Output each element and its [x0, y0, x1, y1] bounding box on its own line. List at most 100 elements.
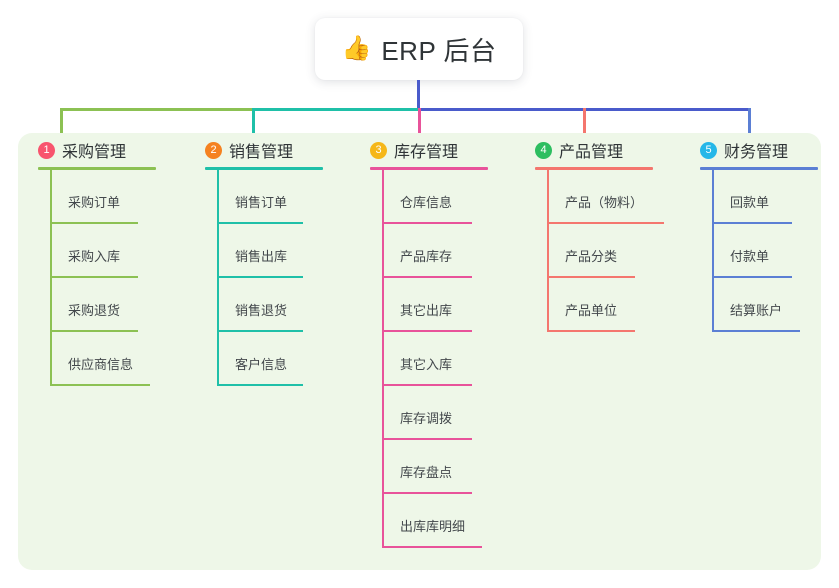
branch-item-label: 产品单位 — [565, 303, 618, 318]
branch-items: 产品（物料） 产品分类产品单位 — [547, 170, 664, 332]
branch-number-badge: 1 — [38, 141, 55, 159]
connector-trunk — [417, 80, 420, 111]
branch-item-label: 产品分类 — [565, 249, 618, 264]
branch-item-label: 采购订单 — [68, 195, 121, 210]
branch-header-5[interactable]: 5 财务管理 — [680, 133, 818, 167]
branch-item[interactable]: 产品单位 — [547, 278, 653, 332]
branch-item[interactable]: 销售出库 — [217, 224, 323, 278]
branch-item[interactable]: 产品分类 — [547, 224, 653, 278]
branch-header-3[interactable]: 3 库存管理 — [350, 133, 488, 167]
branch-item-underline — [384, 330, 472, 332]
branch-title: 采购管理 — [62, 144, 127, 161]
connector-drop-3 — [418, 108, 421, 135]
branch-item[interactable]: 销售退货 — [217, 278, 323, 332]
connector-drop-1 — [60, 108, 63, 135]
connector-bus-2 — [252, 108, 421, 111]
root-node-card[interactable]: 👍 ERP 后台 — [315, 18, 523, 80]
branch-header-1[interactable]: 1 采购管理 — [18, 133, 156, 167]
branch-items: 销售订单销售出库销售退货客户信息 — [217, 170, 323, 386]
branch-item[interactable]: 结算账户 — [712, 278, 818, 332]
branch-title: 财务管理 — [724, 144, 789, 161]
branch-item-underline — [219, 384, 303, 386]
connector-drop-2 — [252, 108, 255, 135]
branch-item-underline — [549, 222, 664, 224]
branch-item[interactable]: 产品（物料） — [547, 170, 664, 224]
branch-column-4: 4 产品管理产品（物料） 产品分类产品单位 — [515, 133, 664, 332]
branch-item-label: 库存调拨 — [400, 411, 453, 426]
branch-header-4[interactable]: 4 产品管理 — [515, 133, 653, 167]
branch-item-underline — [384, 492, 472, 494]
branch-item-underline — [714, 330, 800, 332]
branch-item[interactable]: 库存盘点 — [382, 440, 488, 494]
branch-item-label: 产品（物料） — [565, 195, 644, 210]
branch-item-underline — [52, 222, 138, 224]
branch-number-badge: 3 — [370, 141, 387, 159]
branch-item-underline — [549, 330, 635, 332]
branch-item-underline — [219, 330, 303, 332]
branch-item[interactable]: 采购订单 — [50, 170, 156, 224]
branch-item[interactable]: 销售订单 — [217, 170, 323, 224]
branch-item-label: 供应商信息 — [68, 357, 134, 372]
connector-bus-1 — [60, 108, 252, 111]
branch-number-badge: 5 — [700, 141, 717, 159]
branch-item[interactable]: 其它入库 — [382, 332, 488, 386]
branch-item-label: 客户信息 — [235, 357, 288, 372]
branch-item-underline — [384, 438, 472, 440]
branch-underline — [370, 167, 488, 170]
branch-item[interactable]: 库存调拨 — [382, 386, 488, 440]
connector-drop-4 — [583, 108, 586, 135]
branch-item[interactable]: 其它出库 — [382, 278, 488, 332]
connector-drop-5 — [748, 108, 751, 135]
branch-item-label: 采购退货 — [68, 303, 121, 318]
branch-underline — [38, 167, 156, 170]
branch-item-underline — [52, 276, 138, 278]
branch-number-badge: 2 — [205, 141, 222, 159]
branch-item-underline — [714, 222, 792, 224]
branch-number-badge: 4 — [535, 141, 552, 159]
branch-underline — [205, 167, 323, 170]
branch-items: 采购订单采购入库采购退货供应商信息 — [50, 170, 156, 386]
thumbs-up-icon: 👍 — [341, 35, 372, 62]
branch-item[interactable]: 供应商信息 — [50, 332, 156, 386]
branch-item-label: 销售出库 — [235, 249, 288, 264]
branch-item-underline — [219, 222, 303, 224]
branch-item-label: 库存盘点 — [400, 465, 453, 480]
branch-item[interactable]: 采购入库 — [50, 224, 156, 278]
branch-item[interactable]: 付款单 — [712, 224, 818, 278]
branch-item[interactable]: 仓库信息 — [382, 170, 488, 224]
branch-item-label: 销售订单 — [235, 195, 288, 210]
branch-item[interactable]: 采购退货 — [50, 278, 156, 332]
branch-item-label: 回款单 — [730, 195, 770, 210]
branch-item-label: 结算账户 — [730, 303, 783, 318]
branch-item[interactable]: 回款单 — [712, 170, 818, 224]
branch-underline — [700, 167, 818, 170]
branch-item-label: 其它入库 — [400, 357, 453, 372]
branch-item[interactable]: 出库库明细 — [382, 494, 488, 548]
branch-items: 回款单付款单结算账户 — [712, 170, 818, 332]
branch-item-label: 付款单 — [730, 249, 770, 264]
branch-item-underline — [549, 276, 635, 278]
branch-title: 库存管理 — [394, 144, 459, 161]
branch-column-5: 5 财务管理回款单付款单结算账户 — [680, 133, 818, 332]
branch-item[interactable]: 客户信息 — [217, 332, 323, 386]
branch-underline — [535, 167, 653, 170]
branch-item-label: 产品库存 — [400, 249, 453, 264]
branch-item-label: 销售退货 — [235, 303, 288, 318]
branch-title: 产品管理 — [559, 144, 624, 161]
branch-item-underline — [384, 276, 472, 278]
branch-item-underline — [52, 384, 150, 386]
branch-item-underline — [219, 276, 303, 278]
branch-item-underline — [384, 546, 482, 548]
branch-items: 仓库信息产品库存其它出库其它入库库存调拨库存盘点出库库明细 — [382, 170, 488, 548]
branch-item-label: 仓库信息 — [400, 195, 453, 210]
branch-item[interactable]: 产品库存 — [382, 224, 488, 278]
branch-column-3: 3 库存管理仓库信息产品库存其它出库其它入库库存调拨库存盘点出库库明细 — [350, 133, 488, 548]
branch-item-underline — [52, 330, 138, 332]
branch-column-1: 1 采购管理采购订单采购入库采购退货供应商信息 — [18, 133, 156, 386]
branch-item-underline — [384, 384, 472, 386]
branch-item-label: 采购入库 — [68, 249, 121, 264]
